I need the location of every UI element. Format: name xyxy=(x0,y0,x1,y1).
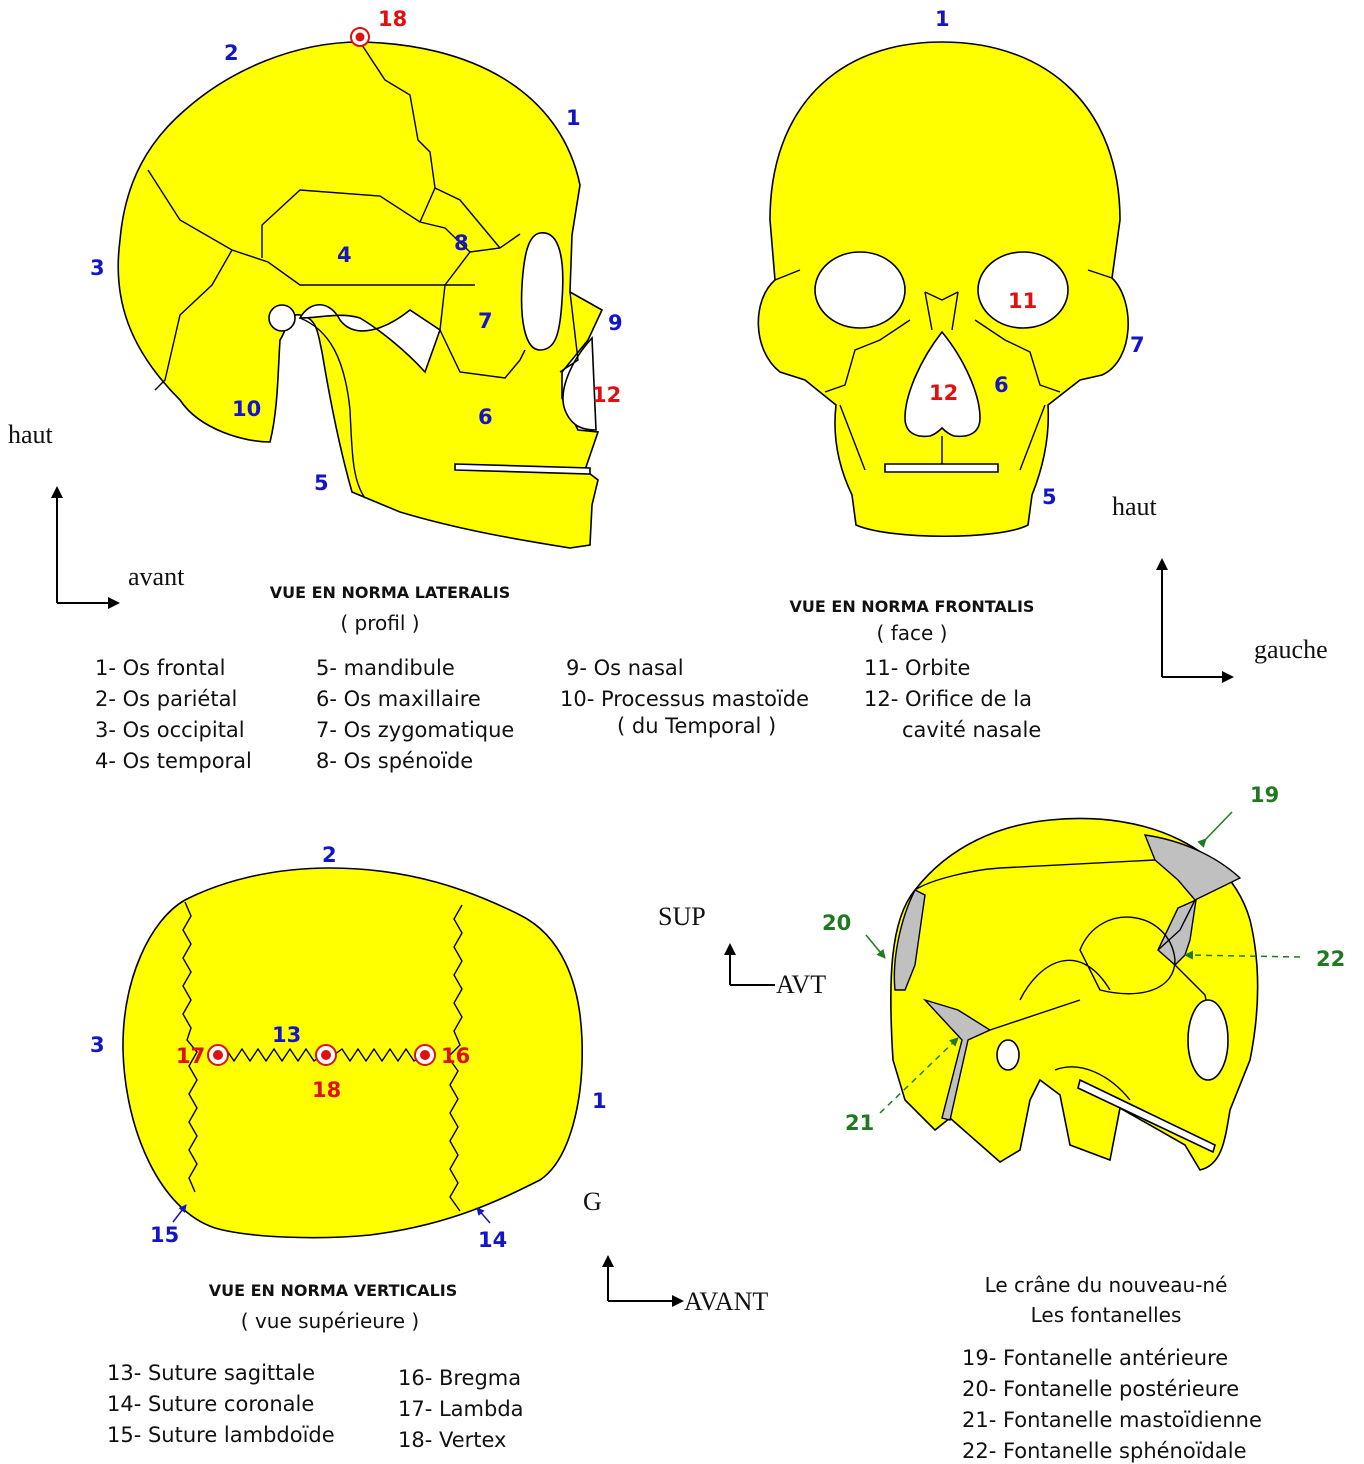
legend-item: 22- Fontanelle sphénoïdale xyxy=(962,1439,1247,1463)
newborn-ear xyxy=(997,1040,1019,1070)
frontal-orbit-right xyxy=(815,252,905,328)
legend-item: 7- Os zygomatique xyxy=(316,718,514,742)
verticalis-label-15: 15 xyxy=(150,1223,179,1247)
newborn-axis-up: SUP xyxy=(658,902,706,931)
verticalis-label-17: 17 xyxy=(176,1044,205,1068)
lateral-label-2: 2 xyxy=(224,41,239,65)
verticalis-subtitle: ( vue supérieure ) xyxy=(241,1309,419,1333)
newborn-label-21: 21 xyxy=(845,1111,874,1135)
lambda-marker xyxy=(208,1045,228,1065)
legend-item: 4- Os temporal xyxy=(95,749,252,773)
legend-item: 18- Vertex xyxy=(398,1428,506,1452)
legend-item: 1- Os frontal xyxy=(95,656,225,680)
lateral-view: 1 2 3 4 5 6 7 8 9 10 12 18 VUE EN NORMA … xyxy=(8,7,623,635)
frontal-label-5: 5 xyxy=(1042,485,1057,509)
lateral-ear-hole xyxy=(269,305,295,331)
newborn-subtitle: Les fontanelles xyxy=(1031,1303,1182,1327)
frontal-subtitle: ( face ) xyxy=(877,621,948,645)
legend-item: 17- Lambda xyxy=(398,1397,524,1421)
legend-item: 9- Os nasal xyxy=(566,656,684,680)
lateral-label-7: 7 xyxy=(478,309,493,333)
lateral-label-5: 5 xyxy=(314,471,329,495)
legend-item: 16- Bregma xyxy=(398,1366,521,1390)
frontal-axis-up: haut xyxy=(1112,492,1158,521)
lateral-label-4: 4 xyxy=(337,243,352,267)
frontal-label-1: 1 xyxy=(935,7,950,31)
lateral-label-6: 6 xyxy=(478,405,493,429)
lateral-label-1: 1 xyxy=(566,106,581,130)
verticalis-label-2: 2 xyxy=(322,843,337,867)
lateral-subtitle: ( profil ) xyxy=(340,611,419,635)
lateral-label-9: 9 xyxy=(608,311,623,335)
lateral-axis-up: haut xyxy=(8,420,54,449)
legend-item: 15- Suture lambdoïde xyxy=(107,1423,335,1447)
lateral-title: VUE EN NORMA LATERALIS xyxy=(270,583,511,602)
newborn-axis-right: AVT xyxy=(776,970,826,999)
lateral-label-3: 3 xyxy=(90,256,105,280)
legend-item: 5- mandibule xyxy=(316,656,455,680)
legend-item: 6- Os maxillaire xyxy=(316,687,481,711)
verticalis-label-3: 3 xyxy=(90,1033,105,1057)
newborn-label-22: 22 xyxy=(1316,947,1345,971)
frontal-label-7: 7 xyxy=(1130,333,1145,357)
legend-item: 8- Os spénoïde xyxy=(316,749,473,773)
frontal-view: 1 5 6 7 11 12 VUE EN NORMA FRONTALIS ( f… xyxy=(758,7,1327,677)
newborn-legend: 19- Fontanelle antérieure 20- Fontanelle… xyxy=(962,1346,1262,1463)
newborn-title: Le crâne du nouveau-né xyxy=(985,1273,1228,1297)
frontal-label-12: 12 xyxy=(929,381,958,405)
legend-item: 3- Os occipital xyxy=(95,718,245,742)
legend-item: 21- Fontanelle mastoïdienne xyxy=(962,1408,1262,1432)
verticalis-label-18: 18 xyxy=(312,1078,341,1102)
lateral-axis-right: avant xyxy=(128,562,185,591)
legend-item: 20- Fontanelle postérieure xyxy=(962,1377,1239,1401)
lateral-label-12: 12 xyxy=(592,383,621,407)
verticalis-label-1: 1 xyxy=(592,1089,607,1113)
verticalis-label-16: 16 xyxy=(441,1044,470,1068)
frontal-axis-right: gauche xyxy=(1254,635,1328,664)
lateral-legend: 1- Os frontal 2- Os pariétal 3- Os occip… xyxy=(95,656,1041,773)
verticalis-axis-right: AVANT xyxy=(684,1287,768,1316)
vertex-marker xyxy=(316,1045,336,1065)
newborn-view: 19 20 21 22 Le crâne du nouveau-né Les f… xyxy=(658,783,1345,1327)
verticalis-axis-up: G xyxy=(583,1187,602,1216)
frontal-title: VUE EN NORMA FRONTALIS xyxy=(790,597,1035,616)
legend-item: 14- Suture coronale xyxy=(107,1392,314,1416)
legend-item: 13- Suture sagittale xyxy=(107,1361,315,1385)
lateral-orbit xyxy=(522,233,563,350)
verticalis-label-13: 13 xyxy=(272,1023,301,1047)
frontal-label-11: 11 xyxy=(1008,289,1037,313)
legend-item: 12- Orifice de la xyxy=(864,687,1032,711)
legend-item: 19- Fontanelle antérieure xyxy=(962,1346,1228,1370)
lateral-label-18: 18 xyxy=(378,7,407,31)
newborn-orbit xyxy=(1188,1000,1228,1080)
legend-item: 10- Processus mastoïde xyxy=(560,687,809,711)
newborn-label-20: 20 xyxy=(822,911,851,935)
legend-item: 11- Orbite xyxy=(864,656,970,680)
verticalis-label-14: 14 xyxy=(478,1228,507,1252)
frontal-label-6: 6 xyxy=(994,373,1009,397)
frontal-skull xyxy=(758,42,1128,536)
verticalis-title: VUE EN NORMA VERTICALIS xyxy=(209,1281,458,1300)
newborn-label-19: 19 xyxy=(1250,783,1279,807)
bregma-marker xyxy=(415,1045,435,1065)
legend-item: ( du Temporal ) xyxy=(617,714,776,738)
lateral-label-10: 10 xyxy=(232,397,261,421)
lateral-label-8: 8 xyxy=(454,231,469,255)
frontal-teeth-gap xyxy=(885,464,998,472)
legend-item: 2- Os pariétal xyxy=(95,687,237,711)
verticalis-legend: 13- Suture sagittale 14- Suture coronale… xyxy=(107,1361,524,1452)
legend-item: cavité nasale xyxy=(902,718,1041,742)
